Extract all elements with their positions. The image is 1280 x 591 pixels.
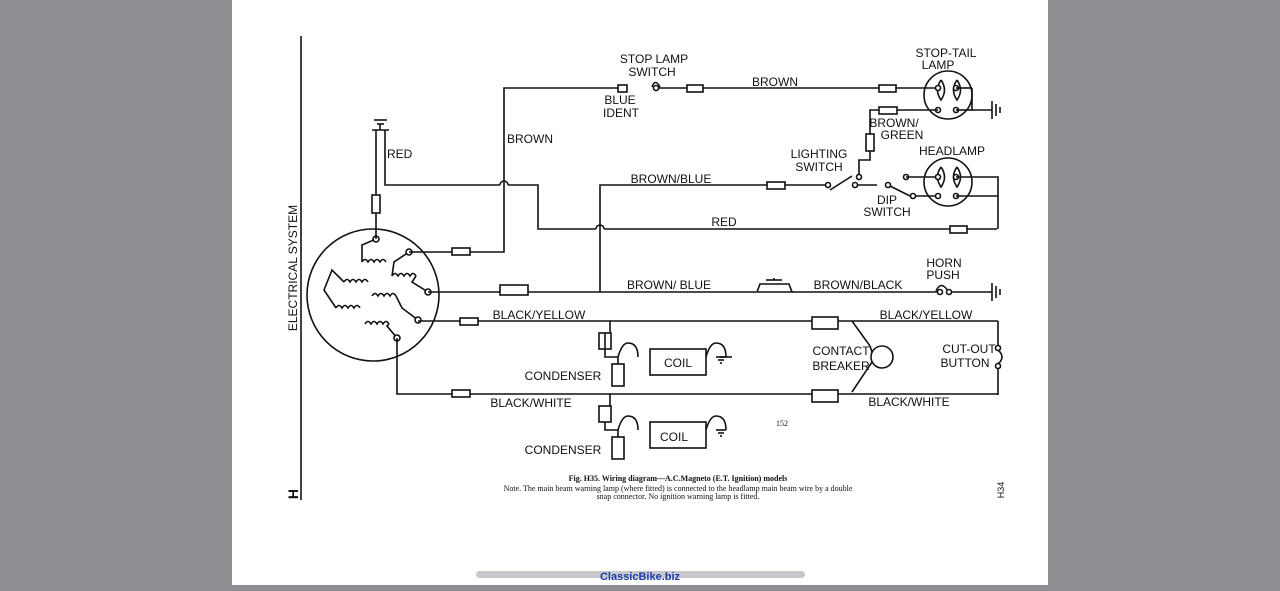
headlamp-symbol (923, 157, 973, 207)
figure-note-2: snap connector. No ignition warning lamp… (597, 492, 760, 501)
ref-code: H34 (996, 482, 1006, 499)
site-watermark: ClassicBike.biz (599, 571, 681, 583)
stator-coil-1 (361, 258, 387, 264)
cut-out-label-2: BUTTON (940, 356, 989, 370)
condenser-upper-label: CONDENSER (525, 369, 602, 383)
alternator-stator (306, 228, 440, 362)
red-left-label: RED (387, 147, 413, 161)
brown-top-label: BROWN (752, 75, 798, 89)
contact-breaker-label-2: BREAKER (812, 359, 870, 373)
red-mid-label: RED (711, 215, 737, 229)
black-yellow-left-label: BLACK/YELLOW (493, 308, 586, 322)
figure-caption: Fig. H35. Wiring diagram—A.C.Magneto (E.… (569, 474, 788, 483)
brown-blue-upper-label: BROWN/BLUE (631, 172, 712, 186)
dip-switch-label-1: DIP (877, 193, 897, 207)
black-white-left-label: BLACK/WHITE (490, 396, 571, 410)
cut-out-label-1: CUT-OUT (942, 342, 996, 356)
brown-blue-lower-label: BROWN/ BLUE (627, 278, 711, 292)
lighting-switch-label-2: SWITCH (795, 160, 842, 174)
brown-green-label-1: BROWN/ (869, 116, 919, 130)
stator-coil-3 (343, 278, 369, 284)
stator-coil-2 (391, 272, 417, 278)
stop-tail-label-2: LAMP (922, 58, 955, 72)
lighting-switch-label-1: LIGHTING (791, 147, 848, 161)
stator-coil-6 (364, 320, 390, 326)
brown-green-label-2: GREEN (881, 128, 924, 142)
stator-coil-4 (371, 292, 397, 298)
blue-ident-label-2: IDENT (603, 106, 640, 120)
contact-breaker-label-1: CONTACT (812, 344, 870, 358)
page-number: 152 (776, 419, 788, 428)
stop-tail-lamp-symbol (923, 70, 973, 120)
manual-page: ELECTRICAL SYSTEM H H34 152 STOP LAMP SW… (232, 0, 1048, 585)
blue-ident-label-1: BLUE (604, 93, 635, 107)
horn-push-label-2: PUSH (926, 268, 959, 282)
stop-lamp-switch-label-2: SWITCH (628, 65, 675, 79)
condenser-lower-label: CONDENSER (525, 443, 602, 457)
section-letter: H (285, 489, 301, 499)
dip-switch-label-2: SWITCH (863, 205, 910, 219)
headlamp-label: HEADLAMP (919, 144, 985, 158)
coil-upper-label: COIL (664, 356, 692, 370)
black-yellow-right-label: BLACK/YELLOW (880, 308, 973, 322)
brown-black-label: BROWN/BLACK (814, 278, 903, 292)
horn-push-label-1: HORN (926, 256, 961, 270)
stop-tail-label-1: STOP-TAIL (916, 46, 977, 60)
black-white-right-label: BLACK/WHITE (868, 395, 949, 409)
stator-coil-5 (335, 304, 361, 310)
wiring-diagram: ELECTRICAL SYSTEM H H34 152 STOP LAMP SW… (285, 36, 1006, 501)
figure-note-1: Note. The main beam warning lamp (where … (504, 484, 853, 493)
brown-left-label: BROWN (507, 132, 553, 146)
stop-lamp-switch-label-1: STOP LAMP (620, 52, 688, 66)
coil-lower-label: COIL (660, 430, 688, 444)
section-label: ELECTRICAL SYSTEM (286, 205, 300, 331)
horizontal-scrollbar[interactable] (476, 571, 805, 578)
